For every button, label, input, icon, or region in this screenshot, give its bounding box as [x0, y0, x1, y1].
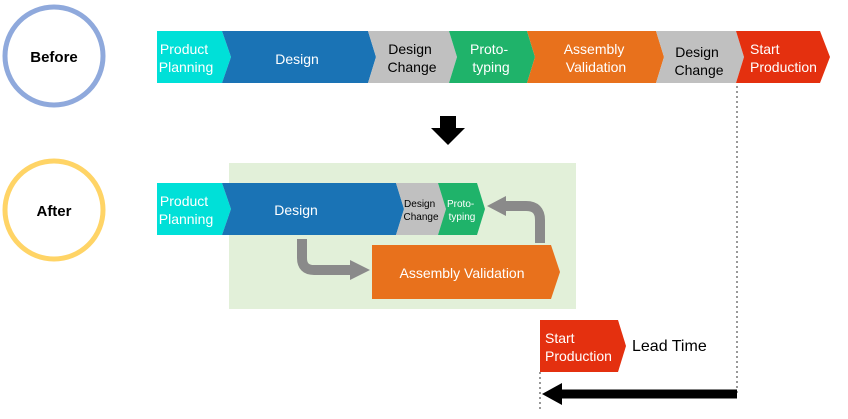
after-design-step [222, 183, 404, 235]
before-assembly-validation-step [527, 31, 664, 83]
down-right-curved-arrow-head [350, 260, 370, 280]
after-product-planning-label: Product Planning [159, 193, 214, 227]
after-assembly-validation-label: Assembly Validation [399, 265, 524, 281]
after-design-change-label: Design Change [403, 199, 438, 223]
after-process-row: Product Planning Design Design Change Pr… [157, 183, 560, 299]
before-product-planning-label: Product Planning [159, 41, 214, 75]
after-prototyping-label: Proto- typing [447, 199, 477, 223]
before-assembly-validation-label: Assembly Validation [564, 41, 629, 75]
lead-time-label: Lead Time [632, 338, 707, 355]
before-design-step [222, 31, 376, 83]
after-prototyping-step [438, 183, 485, 235]
after-label: After [36, 203, 71, 220]
before-start-production-step [736, 31, 830, 83]
before-design-label: Design [275, 51, 319, 67]
after-start-production-step [540, 320, 626, 372]
after-start-production-label: Start Production [545, 330, 612, 364]
down-right-curved-arrow-icon [297, 239, 352, 275]
lead-time-arrow-icon [542, 383, 562, 405]
up-left-curved-arrow-head [487, 196, 506, 216]
up-left-curved-arrow-icon [504, 201, 545, 243]
before-process-row: Product Planning Design Design Change Pr… [157, 31, 830, 83]
after-circle [2, 158, 106, 262]
before-design-change-1-step [368, 31, 457, 83]
before-start-production-label: Start Production [750, 41, 817, 75]
after-assembly-validation-step [372, 245, 560, 299]
after-design-label: Design [274, 202, 318, 218]
after-design-change-step [396, 183, 446, 235]
before-design-change-2-label: Design Change [674, 44, 723, 78]
before-circle [2, 4, 106, 108]
after-product-planning-step [157, 183, 231, 235]
before-design-change-1-label: Design Change [387, 41, 436, 75]
before-prototyping-label: Proto- typing [470, 41, 512, 75]
before-prototyping-step [449, 31, 535, 83]
before-product-planning-step [157, 31, 231, 83]
down-arrow-icon [431, 116, 465, 145]
before-label: Before [30, 49, 78, 66]
before-design-change-2-step [656, 31, 744, 83]
